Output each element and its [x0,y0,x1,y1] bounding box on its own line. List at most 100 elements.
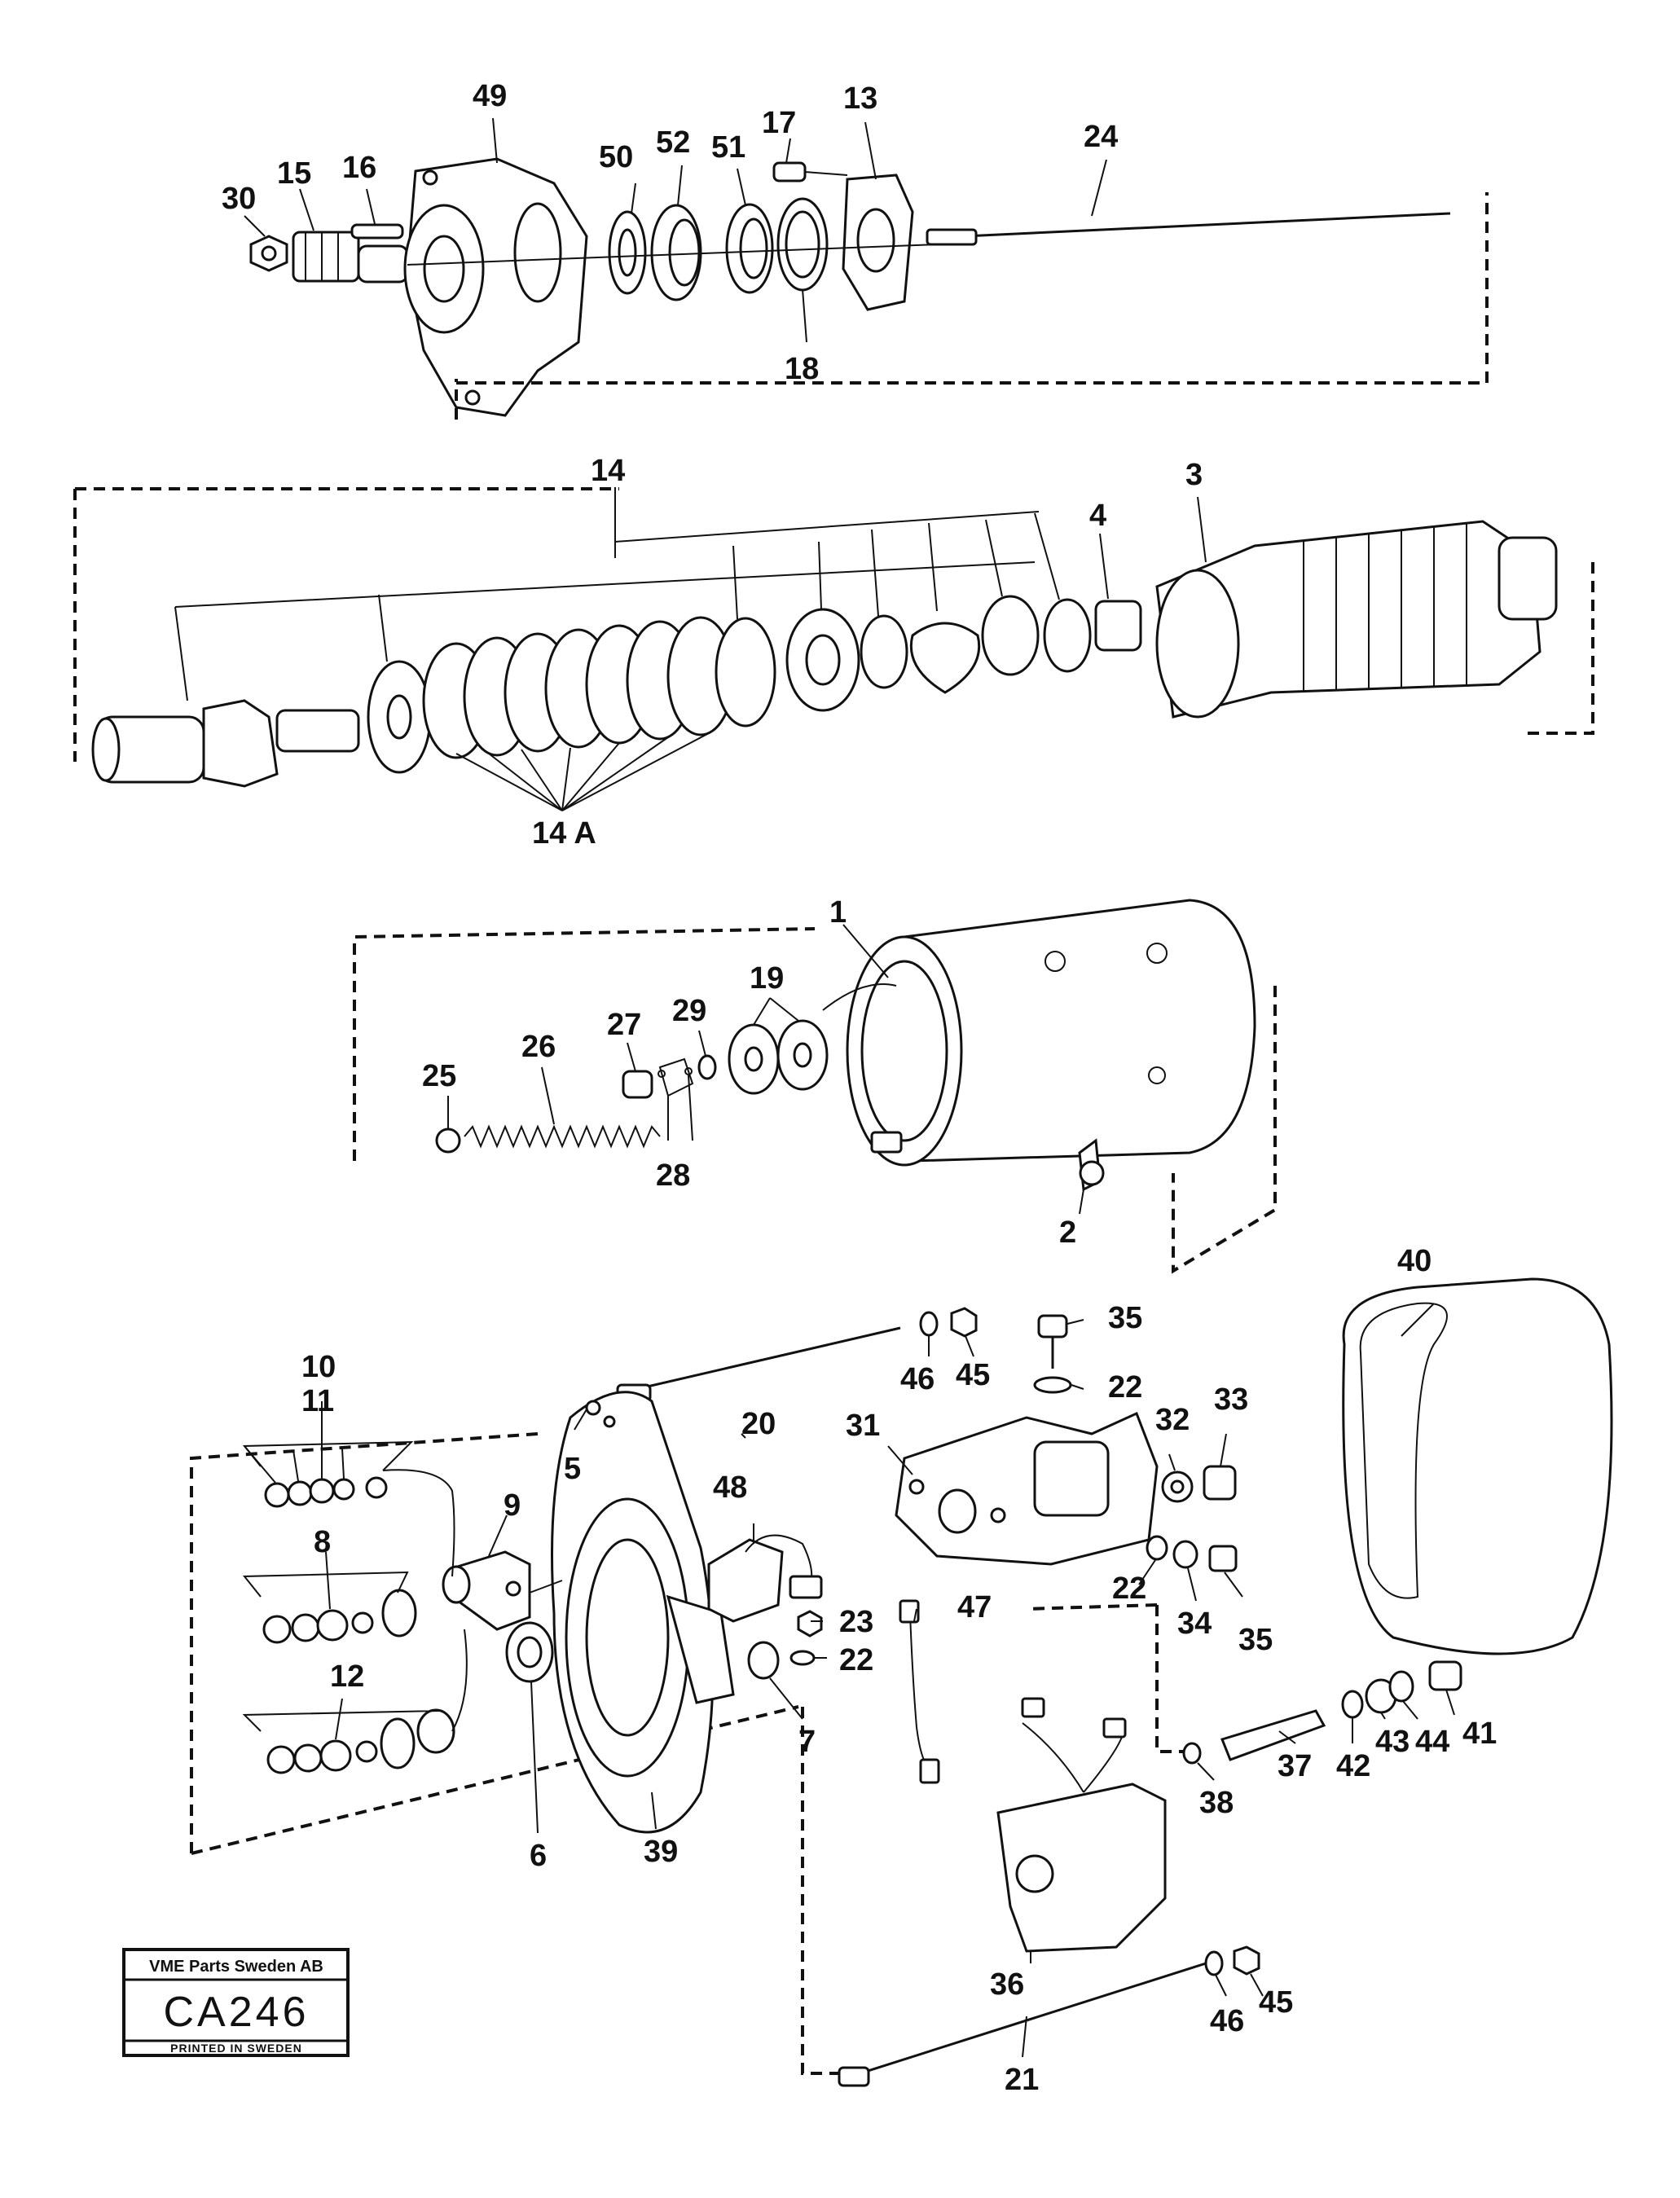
callout-1: 1 [829,895,847,930]
callout-45-upper: 45 [956,1358,990,1392]
callout-13: 13 [843,81,877,116]
part-40-cover [1342,1277,1613,1655]
callout-30: 30 [222,182,256,216]
part-46-washer-upper [919,1311,939,1337]
part-34-washer [1172,1540,1198,1569]
part-46-washer-lower [1204,1950,1224,1976]
part-38-washer [1182,1742,1202,1765]
callout-12: 12 [330,1659,364,1694]
part-22-washer-right [1146,1535,1168,1561]
callout-8: 8 [314,1525,331,1559]
callout-36: 36 [990,1967,1024,2002]
part-37-spacer [1220,1709,1326,1761]
part-42-washer [1341,1690,1364,1719]
part-41-screw [1428,1660,1462,1691]
callout-28: 28 [656,1158,690,1193]
part-16-key [350,223,404,240]
callout-21: 21 [1005,2063,1039,2097]
part-47-cable [909,1612,930,1769]
callout-25: 25 [422,1059,456,1093]
callout-45-lower: 45 [1259,1985,1293,2020]
part-44-washer [1388,1670,1414,1703]
callout-17: 17 [762,106,796,140]
callout-35-right: 35 [1238,1623,1273,1657]
callout-22-small: 22 [839,1643,873,1677]
callout-40: 40 [1397,1244,1432,1278]
callout-19: 19 [750,961,784,996]
callout-5: 5 [564,1452,581,1486]
callout-7: 7 [798,1725,816,1759]
part-24-tie-rod [928,212,1451,240]
part-14a-clutch-discs [367,616,735,774]
callout-33: 33 [1214,1383,1248,1417]
callout-50: 50 [599,140,633,174]
part-22-washer-upper [1033,1376,1072,1394]
part-45-nut-upper [950,1307,978,1338]
part-45-nut-lower [1233,1945,1260,1976]
callout-46-lower: 46 [1210,2004,1244,2038]
callout-15: 15 [277,156,311,191]
callout-48: 48 [713,1470,747,1505]
part-8-nuts [262,1589,417,1644]
part-7-clip [747,1641,780,1680]
stamp-code: CA246 [164,1989,310,2036]
callout-26: 26 [521,1030,556,1064]
part-17-screw [772,161,807,182]
part-27-bush [622,1070,653,1099]
part-4-bushing [1094,600,1142,652]
callout-20: 20 [741,1407,776,1441]
callout-32: 32 [1155,1403,1190,1437]
part-20-rod [618,1326,901,1395]
callout-34: 34 [1177,1607,1212,1641]
callout-27: 27 [607,1008,641,1042]
part-28-retainer [658,1057,694,1097]
stamp-company: VME Parts Sweden AB [149,1958,323,1976]
part-15-pinion [292,231,360,283]
callout-23: 23 [839,1605,873,1639]
part-25-plug [435,1128,461,1154]
callout-14a: 14 A [532,816,596,851]
callout-52: 52 [656,125,690,160]
callout-3: 3 [1185,458,1203,492]
part-1-field-frame [903,899,1256,1163]
callout-42: 42 [1336,1749,1370,1783]
part-26-spring [464,1124,661,1149]
callout-49: 49 [473,79,507,113]
part-36-relay [996,1783,1167,1953]
callout-24: 24 [1084,120,1118,154]
part-22-washer-small [789,1650,816,1666]
callout-38: 38 [1199,1786,1234,1820]
part-35-screw-upper [1037,1314,1068,1339]
callout-16: 16 [342,151,376,185]
part-10-11-nuts [264,1476,388,1508]
callout-31: 31 [846,1409,880,1443]
callout-46-upper: 46 [900,1362,935,1396]
callout-4: 4 [1089,499,1106,533]
callout-2: 2 [1059,1215,1076,1250]
callout-29: 29 [672,994,706,1028]
callout-22-right: 22 [1112,1572,1146,1606]
callout-14: 14 [591,454,625,488]
callout-11: 11 [301,1384,334,1418]
callout-9: 9 [504,1488,521,1523]
stamp-printed: PRINTED IN SWEDEN [170,2042,302,2055]
callout-10: 10 [301,1350,336,1384]
callout-44: 44 [1415,1725,1449,1759]
callout-37: 37 [1278,1749,1312,1783]
callout-51: 51 [711,130,745,165]
catalog-stamp: VME Parts Sweden AB CA246 PRINTED IN SWE… [122,1948,350,2057]
commutator-end-assembly [190,1277,1613,2087]
part-12-nuts [266,1708,455,1774]
callout-41: 41 [1462,1717,1497,1751]
clutch-armature-assembly [73,487,1594,811]
part-33-nut [1203,1465,1237,1501]
callout-22-upper: 22 [1108,1370,1142,1405]
callout-39: 39 [644,1835,678,1869]
callout-47: 47 [957,1590,992,1624]
drive-end-assembly [244,117,1489,420]
callout-35-upper: 35 [1108,1301,1142,1335]
part-23-screw [797,1610,823,1638]
callout-6: 6 [530,1839,547,1873]
part-29-ring [697,1054,717,1080]
part-48-brush-holder [707,1538,784,1623]
